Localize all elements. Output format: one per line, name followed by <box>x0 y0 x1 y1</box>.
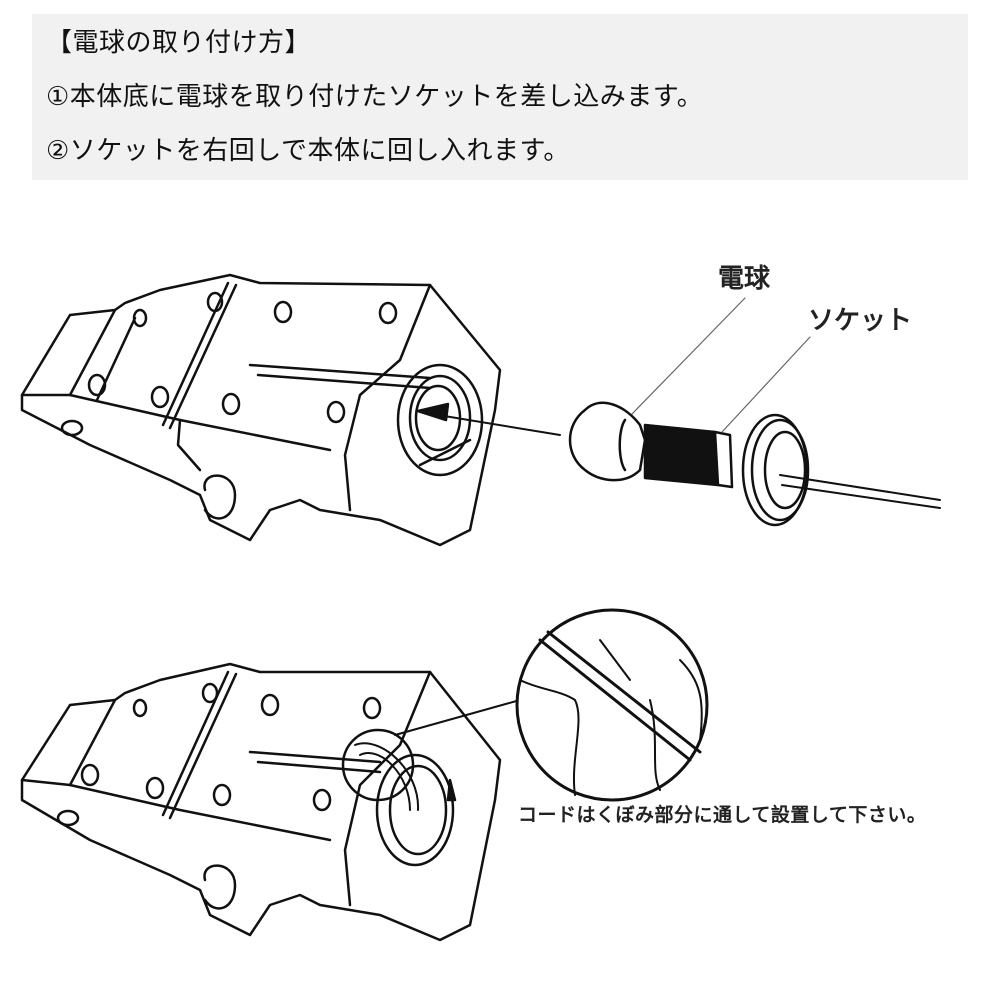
instruction-step-1: ①本体底に電球を取り付けたソケットを差し込みます。 <box>46 82 704 112</box>
cord-caption: コードはくぼみ部分に通して設置して下さい。 <box>518 804 927 826</box>
instruction-step-2: ②ソケットを右回しで本体に回し入れます。 <box>46 136 570 166</box>
instructions-box: 【電球の取り付け方】 ①本体底に電球を取り付けたソケットを差し込みます。 ②ソケ… <box>32 14 968 180</box>
lamp-body-bottom <box>20 662 521 942</box>
label-socket: ソケット <box>808 306 913 336</box>
lamp-body-top <box>20 273 502 547</box>
bulb-socket-assembly <box>568 297 941 527</box>
instructions-title: 【電球の取り付け方】 <box>46 28 312 58</box>
label-bulb: 電球 <box>718 264 771 294</box>
detail-magnifier <box>515 608 709 802</box>
